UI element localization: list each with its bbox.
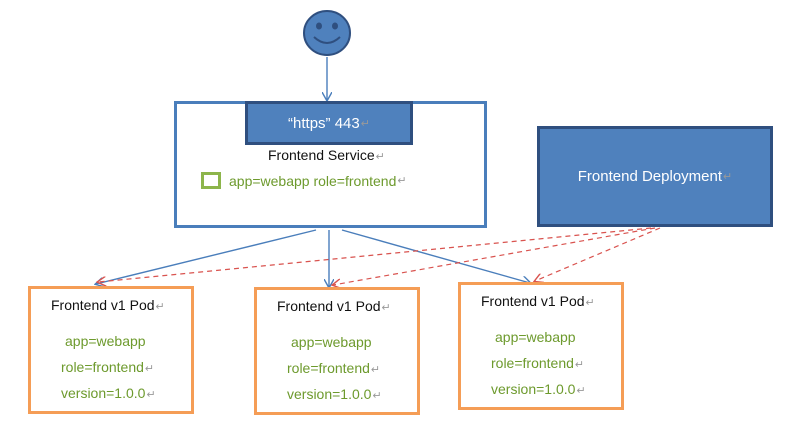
pod-label-version: version=1.0.0↵ — [61, 385, 156, 401]
smiley-user-icon — [303, 10, 351, 56]
service-title: Frontend Service↵ — [268, 147, 385, 163]
service-to-pod3-arrow — [341, 229, 530, 283]
pod-label-app: app=webapp — [65, 333, 146, 349]
service-port-box: “https” 443↵ — [245, 101, 413, 145]
pod-box-2: Frontend v1 Pod↵ app=webapp role=fronten… — [254, 287, 420, 415]
deployment-to-pod1-arrow — [98, 227, 652, 282]
deployment-to-pod2-arrow — [333, 227, 656, 285]
service-to-pod1-arrow — [96, 229, 317, 284]
pod-label-role: role=frontend↵ — [491, 355, 585, 371]
deployment-title: Frontend Deployment — [577, 168, 723, 185]
pod-box-3: Frontend v1 Pod↵ app=webapp role=fronten… — [458, 282, 624, 410]
frontend-service-box — [174, 101, 487, 228]
service-selector: app=webapp role=frontend↵ — [201, 172, 407, 189]
pod-title: Frontend v1 Pod↵ — [51, 297, 165, 313]
service-selector-text: app=webapp role=frontend — [229, 172, 397, 189]
pod-title: Frontend v1 Pod↵ — [277, 298, 391, 314]
deployment-to-pod3-arrow — [535, 227, 661, 281]
frontend-deployment-box: Frontend Deployment↵ — [537, 126, 773, 227]
pod-box-1: Frontend v1 Pod↵ app=webapp role=fronten… — [28, 286, 194, 414]
pod-label-app: app=webapp — [495, 329, 576, 345]
pod-label-role: role=frontend↵ — [287, 360, 381, 376]
service-port-label: “https” 443 — [288, 114, 360, 132]
pod-label-app: app=webapp — [291, 334, 372, 350]
pod-label-role: role=frontend↵ — [61, 359, 155, 375]
pod-title: Frontend v1 Pod↵ — [481, 293, 595, 309]
selector-square-icon — [201, 172, 221, 189]
pod-label-version: version=1.0.0↵ — [491, 381, 586, 397]
pod-label-version: version=1.0.0↵ — [287, 386, 382, 402]
